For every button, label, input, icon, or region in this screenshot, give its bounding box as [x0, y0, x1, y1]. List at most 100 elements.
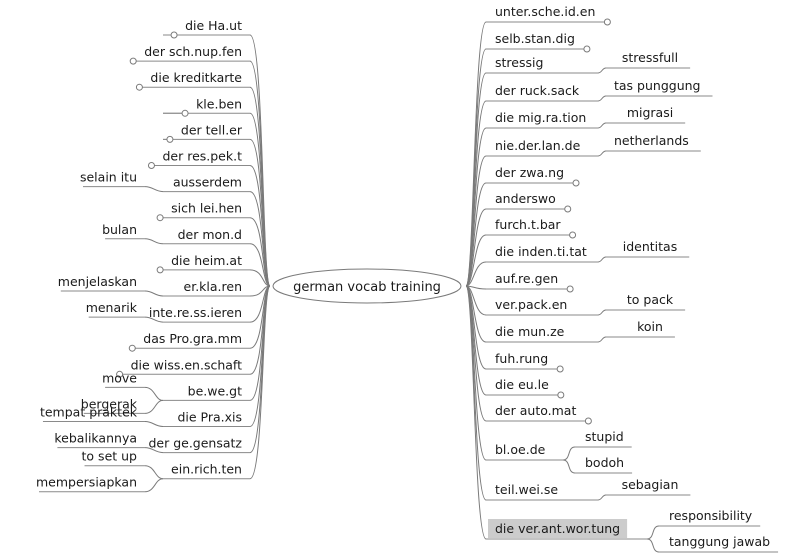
topic-sich-lei-hen[interactable]: sich lei.hen — [156, 201, 250, 222]
subtopic-label: bulan — [102, 222, 137, 237]
collapse-knob-icon[interactable] — [603, 18, 611, 26]
subtopic-label: tempat praktek — [40, 405, 138, 420]
collapse-knob-icon[interactable] — [566, 285, 574, 293]
topic-die-ver-ant-wor-tung[interactable]: die ver.ant.wor.tung — [486, 519, 647, 540]
collapse-knob-icon[interactable] — [156, 266, 164, 274]
subtopic-to-set-up[interactable]: to set up — [82, 449, 145, 467]
subtopic-label: bergerak — [81, 396, 138, 411]
collapse-knob-icon[interactable] — [128, 344, 136, 352]
collapse-knob-icon[interactable] — [129, 57, 137, 65]
subtopic-identitas[interactable]: identitas — [606, 239, 690, 258]
topic-fuh-rung[interactable]: fuh.rung — [486, 351, 564, 373]
topic-label: selb.stan.dig — [495, 31, 575, 46]
subtopic-label: stupid — [585, 429, 624, 444]
collapse-knob-icon[interactable] — [569, 231, 577, 239]
topic-das-pro-gra-mm[interactable]: das Pro.gra.mm — [128, 331, 250, 352]
subtopic-tas-punggung[interactable]: tas punggung — [606, 78, 713, 97]
topic-label: nie.der.lan.de — [495, 138, 581, 153]
topic-die-pra-xis[interactable]: die Pra.xis — [163, 410, 250, 427]
topic-der-zwa-ng[interactable]: der zwa.ng — [486, 165, 580, 187]
topic-die-eu-le[interactable]: die eu.le — [486, 377, 565, 399]
topic-die-mig-ra-tion[interactable]: die mig.ra.tion — [486, 110, 598, 129]
topic-label: das Pro.gra.mm — [143, 331, 242, 346]
collapse-knob-icon[interactable] — [556, 365, 564, 373]
subtopic-stressfull[interactable]: stressfull — [606, 50, 691, 69]
topic-kle-ben[interactable]: kle.ben — [163, 96, 250, 117]
central-topic[interactable]: german vocab training — [272, 268, 462, 304]
topic-label: der auto.mat — [495, 403, 576, 418]
topic-label: furch.t.bar — [495, 217, 561, 232]
subtopic-to-pack[interactable]: to pack — [606, 292, 686, 311]
subtopic-stupid[interactable]: stupid — [575, 429, 632, 448]
subtopic-migrasi[interactable]: migrasi — [606, 105, 686, 124]
topic-label: die heim.at — [171, 253, 242, 268]
topic-label: stressig — [495, 55, 543, 70]
collapse-knob-icon[interactable] — [156, 214, 164, 222]
topic-die-heim-at[interactable]: die heim.at — [156, 253, 250, 274]
collapse-knob-icon[interactable] — [584, 417, 592, 425]
topic-ausserdem[interactable]: ausserdem — [163, 175, 250, 193]
topic-der-ruck-sack[interactable]: der ruck.sack — [486, 83, 598, 102]
collapse-knob-icon[interactable] — [116, 370, 124, 378]
collapse-knob-icon[interactable] — [147, 162, 155, 169]
topic-der-auto-mat[interactable]: der auto.mat — [486, 403, 592, 425]
topic-selb-stan-dig[interactable]: selb.stan.dig — [486, 31, 591, 53]
topic-bl-oe-de[interactable]: bl.oe.de — [486, 442, 563, 461]
topic-label: bl.oe.de — [495, 442, 546, 457]
subtopic-bergerak[interactable]: bergerak — [81, 396, 145, 414]
subtopic-selain-itu[interactable]: selain itu — [80, 170, 145, 188]
collapse-knob-icon[interactable] — [557, 391, 565, 399]
collapse-knob-icon[interactable] — [583, 45, 591, 53]
subtopic-tempat-praktek[interactable]: tempat praktek — [40, 405, 145, 422]
topic-label: ausserdem — [173, 175, 242, 190]
topic-er-kla-ren[interactable]: er.kla.ren — [163, 279, 250, 297]
subtopic-sebagian[interactable]: sebagian — [606, 477, 691, 496]
topic-die-ha-ut[interactable]: die Ha.ut — [163, 18, 250, 39]
topic-der-ge-gensatz[interactable]: der ge.gensatz — [148, 436, 250, 454]
topic-be-we-gt[interactable]: be.we.gt — [163, 383, 250, 401]
subtopic-bulan[interactable]: bulan — [102, 222, 145, 240]
subtopic-mempersiapkan[interactable]: mempersiapkan — [36, 475, 145, 493]
subtopic-tanggung-jawab[interactable]: tanggung jawab — [659, 534, 779, 553]
topic-die-inden-ti-tat[interactable]: die inden.ti.tat — [486, 244, 598, 263]
topic-teil-wei-se[interactable]: teil.wei.se — [486, 482, 598, 501]
collapse-knob-icon[interactable] — [170, 31, 178, 39]
collapse-knob-icon[interactable] — [181, 109, 189, 117]
topic-label: die mun.ze — [495, 324, 565, 339]
topic-ver-pack-en[interactable]: ver.pack.en — [486, 297, 598, 316]
topic-label: der ge.gensatz — [148, 436, 242, 451]
subtopic-label: kebalikannya — [54, 431, 137, 446]
subtopic-responsibility[interactable]: responsibility — [659, 508, 761, 527]
subtopic-move[interactable]: move — [102, 370, 145, 388]
subtopic-label: stressfull — [622, 50, 678, 65]
topic-anderswo[interactable]: anderswo — [486, 191, 572, 213]
collapse-knob-icon[interactable] — [135, 83, 143, 91]
topic-der-tell-er[interactable]: der tell.er — [163, 122, 250, 143]
collapse-knob-icon[interactable] — [564, 205, 572, 213]
subtopic-netherlands[interactable]: netherlands — [606, 133, 701, 152]
collapse-knob-icon[interactable] — [166, 135, 174, 143]
topic-stressig[interactable]: stressig — [486, 55, 598, 74]
collapse-knob-icon[interactable] — [572, 179, 580, 187]
subtopic-bodoh[interactable]: bodoh — [575, 455, 633, 474]
subtopic-kebalikannya[interactable]: kebalikannya — [54, 431, 145, 449]
topic-der-mon-d[interactable]: der mon.d — [163, 227, 250, 245]
topic-furch-t-bar[interactable]: furch.t.bar — [486, 217, 577, 239]
topic-der-sch-nup-fen[interactable]: der sch.nup.fen — [129, 44, 250, 65]
topic-die-kreditkarte[interactable]: die kreditkarte — [135, 70, 250, 91]
topic-nie-der-lan-de[interactable]: nie.der.lan.de — [486, 138, 598, 157]
topic-inte-re-ss-ieren[interactable]: inte.re.ss.ieren — [149, 305, 250, 323]
topic-der-res-pek-t[interactable]: der res.pek.t — [147, 149, 250, 169]
subtopic-menarik[interactable]: menarik — [86, 300, 145, 318]
topic-auf-re-gen[interactable]: auf.re.gen — [486, 271, 574, 293]
subtopic-koin[interactable]: koin — [606, 319, 675, 338]
topic-unter-sche-id-en[interactable]: unter.sche.id.en — [486, 4, 611, 26]
topic-die-wiss-en-schaft[interactable]: die wiss.en.schaft — [116, 357, 250, 378]
topic-die-mun-ze[interactable]: die mun.ze — [486, 324, 598, 343]
subtopic-menjelaskan[interactable]: menjelaskan — [58, 274, 145, 292]
subtopic-label: to set up — [82, 449, 138, 464]
topic-ein-rich-ten[interactable]: ein.rich.ten — [163, 462, 250, 480]
subtopic-label: identitas — [623, 239, 677, 254]
topic-label: sich lei.hen — [171, 201, 242, 216]
